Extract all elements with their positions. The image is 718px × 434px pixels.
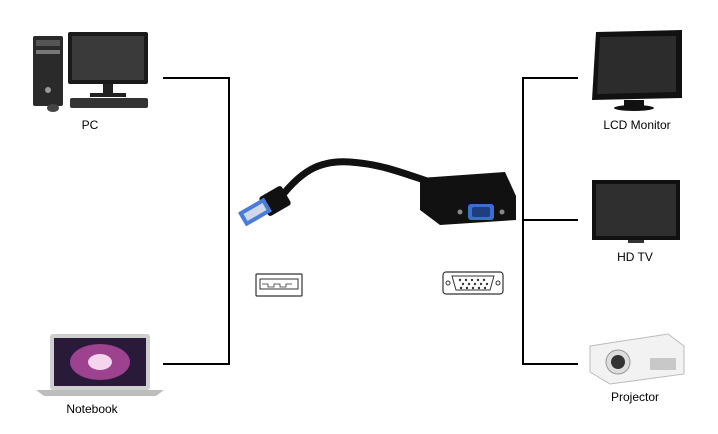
notebook-label: Notebook [66,402,118,416]
lcd-monitor-label: LCD Monitor [603,118,671,132]
pc-label: PC [81,118,99,132]
display-connector-lines [522,77,578,365]
projector-icon [589,333,685,385]
hdtv-icon [592,180,680,243]
desktop-pc-icon [33,32,148,112]
source-connector-lines [163,77,230,365]
vga-port-icon [442,271,504,295]
usb-connector-icon [238,186,291,227]
laptop-icon [36,334,164,396]
vga-connector-icon [420,172,516,225]
lcd-monitor-icon [592,30,682,111]
adapter-cable [272,158,432,208]
projector-label: Projector [610,390,660,404]
hdtv-label: HD TV [617,250,653,264]
usb-port-icon [255,273,303,297]
